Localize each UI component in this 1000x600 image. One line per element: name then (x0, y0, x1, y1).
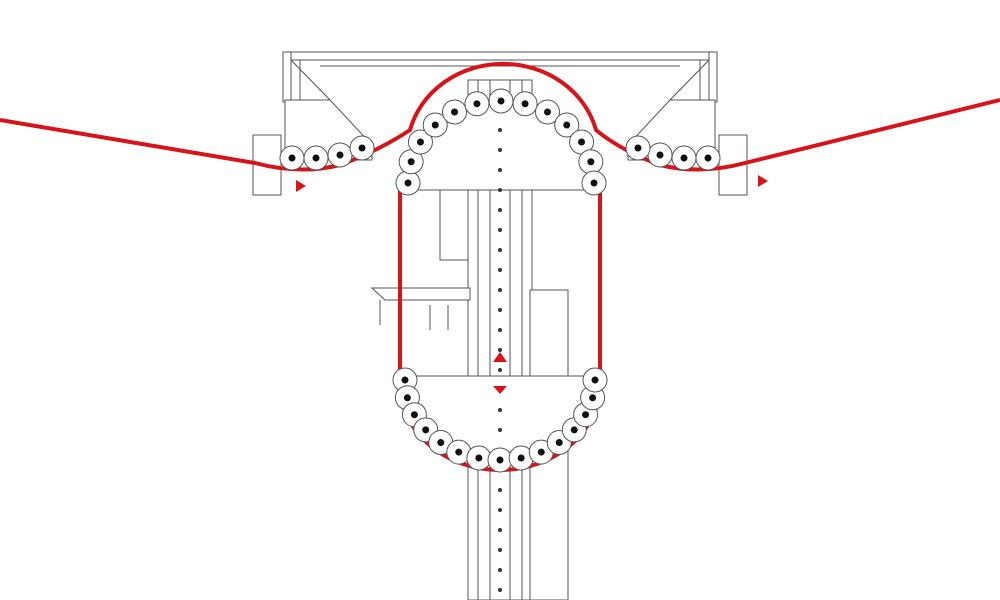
roller-hub (578, 138, 586, 146)
roller-hub (497, 97, 505, 105)
roller-hub (288, 154, 296, 162)
roller-hub (404, 179, 412, 187)
column-hole (498, 208, 502, 212)
triangle-right-icon (296, 180, 306, 192)
column-hole (498, 128, 502, 132)
column-hole (498, 368, 502, 372)
roller-hub (587, 158, 595, 166)
roller-hub (455, 448, 463, 456)
triangle-down-icon (493, 386, 507, 394)
column-hole (498, 308, 502, 312)
column-hole (498, 568, 502, 572)
column-hole (498, 228, 502, 232)
column-hole (498, 548, 502, 552)
triangle-right-icon (758, 175, 768, 187)
roller-hub (582, 411, 590, 419)
roller-hub (407, 158, 415, 166)
roller-hub (473, 100, 481, 108)
roller-hub (521, 100, 529, 108)
roller-hub (431, 121, 439, 129)
column-hole (498, 348, 502, 352)
roller-hub (656, 151, 664, 159)
column-hole (498, 148, 502, 152)
roller-hub (336, 151, 344, 159)
roller-hub (416, 138, 424, 146)
roller-hub (555, 439, 563, 447)
roller-hub (312, 154, 320, 162)
column-hole (498, 268, 502, 272)
roller-hub (410, 411, 418, 419)
roller-hub (358, 144, 366, 152)
column-hole (498, 428, 502, 432)
roller-hub (544, 108, 551, 116)
arrows (296, 175, 768, 394)
column-hole (498, 488, 502, 492)
roller-hub (704, 154, 712, 162)
roller-hub (680, 154, 688, 162)
column-hole (498, 508, 502, 512)
column-hole (498, 588, 502, 592)
roller-hub (563, 121, 571, 129)
roller-hub (422, 426, 430, 434)
column-hole (498, 188, 502, 192)
roller-hub (403, 394, 411, 402)
roller-hub (590, 179, 598, 187)
roller-hub (475, 454, 483, 462)
roller-hub (591, 376, 599, 384)
column-hole (498, 528, 502, 532)
column-hole (498, 248, 502, 252)
roller-hub (589, 394, 597, 402)
triangle-up-icon (493, 352, 507, 362)
rollers (279, 88, 721, 473)
roller-hub (451, 108, 458, 116)
roller-hub (496, 456, 504, 464)
roller-hub (401, 376, 409, 384)
column-hole (498, 408, 502, 412)
roller-hub (537, 448, 545, 456)
roller-hub (570, 426, 578, 434)
column-hole (498, 288, 502, 292)
roller-hub (517, 454, 525, 462)
column-hole (498, 328, 502, 332)
column-hole (498, 168, 502, 172)
roller-hub (437, 439, 445, 447)
frame (252, 51, 748, 600)
roller-hub (634, 144, 642, 152)
